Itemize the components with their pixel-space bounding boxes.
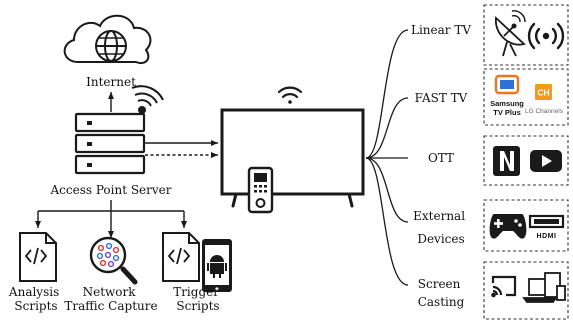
gamepad-icon (489, 214, 527, 239)
satellite-dish-icon (495, 10, 526, 57)
hdmi-icon: HDMI (528, 214, 565, 240)
lg-channels-icon: CH LG Channels (525, 84, 564, 115)
analysis-label-line-2: Scripts (14, 299, 57, 313)
wireless-signal-icon (131, 85, 164, 114)
linear-tv-label: Linear TV (411, 23, 471, 37)
trigger-code-file-icon (162, 232, 200, 282)
screen-casting-label: Screen Casting (418, 277, 465, 309)
broadcast-icon (527, 22, 565, 50)
samsung-tv-plus-icon: Samsung TV Plus (490, 74, 524, 117)
analysis-code-file-icon (19, 232, 57, 282)
samsung-logo-line-2: TV Plus (493, 108, 521, 117)
trigger-scripts-label: Trigger Scripts (173, 285, 223, 313)
fast-tv-label: FAST TV (415, 91, 468, 105)
trigger-label-line-2: Scripts (176, 299, 219, 313)
hdmi-label: HDMI (537, 233, 557, 240)
remote-control-icon (247, 166, 274, 214)
ott-label: OTT (428, 151, 454, 165)
casting-label-line-1: Screen (418, 277, 461, 291)
samsung-logo-line-1: Samsung (490, 99, 524, 108)
analysis-scripts-label: Analysis Scripts (8, 285, 63, 313)
cast-icon (491, 275, 517, 298)
lg-channels-label: LG Channels (525, 108, 564, 115)
internet-icon (63, 14, 152, 64)
external-devices-label: External Devices (413, 209, 469, 246)
server-rack-icon (74, 112, 146, 175)
devices-icon (522, 272, 566, 303)
server-to-scripts-arrows (35, 200, 187, 238)
capture-label-line-2: Traffic Capture (64, 299, 157, 313)
android-phone-icon (202, 239, 232, 292)
magnifier-network-icon (89, 236, 138, 285)
screen-casting-box (483, 261, 569, 320)
youtube-icon (530, 150, 562, 172)
wifi-icon (277, 86, 303, 104)
external-devices-box (483, 199, 569, 252)
fast-tv-box (483, 68, 569, 126)
internet-label: Internet (86, 75, 136, 89)
category-boxes (483, 4, 569, 320)
casting-label-line-2: Casting (418, 295, 465, 309)
network-capture-label: Network Traffic Capture (64, 285, 157, 313)
tv-to-categories-connectors (365, 29, 409, 286)
capture-label-line-1: Network (83, 285, 137, 299)
lg-channels-badge: CH (537, 88, 549, 98)
external-label-line-1: External (413, 209, 465, 223)
analysis-label-line-1: Analysis (8, 285, 59, 299)
television-icon (220, 108, 365, 208)
trigger-label-line-1: Trigger (173, 285, 219, 299)
netflix-icon (493, 146, 520, 176)
server-label: Access Point Server (49, 183, 171, 197)
external-label-line-2: Devices (417, 232, 464, 246)
